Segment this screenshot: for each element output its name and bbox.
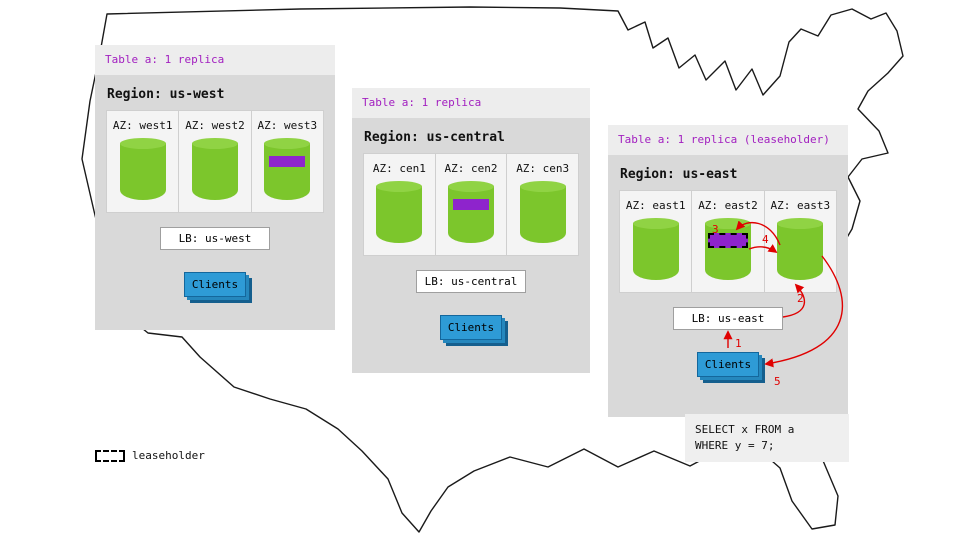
sql-query-line2: WHERE y = 7; [695, 439, 775, 452]
cylinder-body [704, 223, 751, 280]
az-label: AZ: east2 [698, 199, 758, 212]
cylinder-body [264, 143, 311, 200]
replica-badge [269, 156, 306, 167]
db-cylinder [376, 181, 423, 243]
cylinder-body [119, 143, 166, 200]
db-cylinder [777, 218, 824, 280]
az-box: AZ: west1 AZ: west2 AZ: west3 [106, 110, 324, 213]
az-label: AZ: west3 [257, 119, 318, 132]
az-label: AZ: east3 [770, 199, 831, 212]
cylinder-body [632, 223, 679, 280]
az-column-cen3: AZ: cen3 [506, 154, 578, 255]
az-label: AZ: west1 [112, 119, 173, 132]
az-column-cen2: AZ: cen2 [434, 154, 507, 255]
cylinder-top [632, 218, 679, 229]
az-column-west2: AZ: west2 [178, 111, 250, 212]
cylinder-body [777, 223, 824, 280]
az-label: AZ: cen3 [516, 162, 570, 175]
leaseholder-legend-swatch [95, 449, 125, 462]
az-column-east2: AZ: east2 [691, 191, 763, 292]
az-label: AZ: west2 [185, 119, 245, 132]
cylinder-top [448, 181, 494, 192]
leaseholder-replica-badge [707, 233, 748, 248]
clients-node: Clients [440, 315, 502, 340]
db-cylinder [448, 181, 494, 243]
load-balancer: LB: us-west [160, 227, 270, 250]
table-replica-label: Table a: 1 replica [95, 45, 335, 75]
table-replica-label: Table a: 1 replica [352, 88, 590, 118]
cylinder-top [376, 181, 423, 192]
cylinder-top [519, 181, 566, 192]
cylinder-body [376, 186, 423, 243]
cylinder-top [119, 138, 166, 149]
replica-badge [453, 199, 489, 210]
region-title: Region: us-central [364, 130, 505, 145]
cylinder-body [519, 186, 566, 243]
az-column-cen1: AZ: cen1 [364, 154, 435, 255]
db-cylinder [264, 138, 311, 200]
sql-query-line1: SELECT x FROM a [695, 423, 795, 436]
az-label: AZ: cen1 [372, 162, 426, 175]
db-cylinder [119, 138, 166, 200]
region-panel-us-west: Table a: 1 replica Region: us-west AZ: w… [95, 45, 335, 330]
db-cylinder [191, 138, 238, 200]
leaseholder-legend: leaseholder [95, 449, 205, 462]
load-balancer: LB: us-central [416, 270, 526, 293]
db-cylinder [632, 218, 679, 280]
cylinder-top [704, 218, 751, 229]
cylinder-body [191, 143, 238, 200]
db-cylinder [704, 218, 751, 280]
az-label: AZ: east1 [625, 199, 686, 212]
table-replica-leaseholder-label: Table a: 1 replica (leaseholder) [608, 125, 848, 155]
region-panel-us-central: Table a: 1 replica Region: us-central AZ… [352, 88, 590, 373]
cylinder-top [777, 218, 824, 229]
region-title: Region: us-east [620, 167, 738, 182]
az-column-east3: AZ: east3 [763, 191, 836, 292]
cylinder-body [448, 186, 494, 243]
region-title: Region: us-west [107, 87, 225, 102]
leaseholder-legend-label: leaseholder [132, 449, 205, 462]
db-cylinder [519, 181, 566, 243]
az-box: AZ: cen1 AZ: cen2 AZ: cen3 [363, 153, 579, 256]
az-label: AZ: cen2 [444, 162, 498, 175]
cylinder-top [264, 138, 311, 149]
sql-query-box: SELECT x FROM a WHERE y = 7; [685, 414, 849, 462]
clients-node: Clients [184, 272, 246, 297]
cylinder-top [191, 138, 238, 149]
az-column-west1: AZ: west1 [107, 111, 178, 212]
clients-node: Clients [697, 352, 759, 377]
az-box: AZ: east1 AZ: east2 AZ: east3 [619, 190, 837, 293]
region-panel-us-east: Table a: 1 replica (leaseholder) Region:… [608, 125, 848, 417]
load-balancer: LB: us-east [673, 307, 783, 330]
az-column-west3: AZ: west3 [250, 111, 323, 212]
az-column-east1: AZ: east1 [620, 191, 691, 292]
